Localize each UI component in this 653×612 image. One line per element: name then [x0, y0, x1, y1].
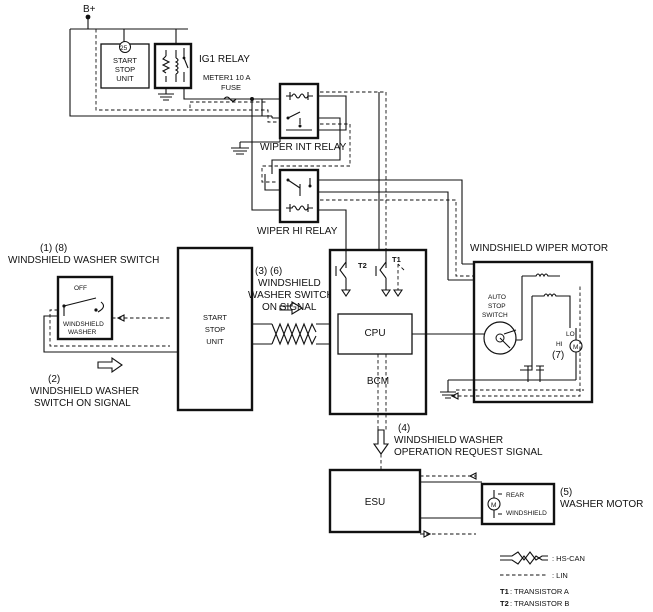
wiper-hi-relay-label: WIPER HI RELAY [257, 226, 338, 237]
svg-text:WASHER: WASHER [68, 329, 97, 336]
ig1-relay-label: IG1 RELAY [199, 54, 250, 65]
upper-signal-lines [95, 29, 474, 277]
ig1-relay: IG1 RELAY [153, 42, 262, 101]
svg-text:T2: T2 [500, 599, 509, 608]
legend-lin: : LIN [552, 571, 568, 580]
signal-4: (4) WINDSHIELD WASHER OPERATION REQUEST … [372, 423, 543, 470]
washer-motor: M REAR WINDSHIELD (5) WASHER MOTOR [480, 482, 643, 526]
svg-text:LO: LO [566, 331, 575, 338]
start-stop-unit: START STOP UNIT [176, 246, 254, 412]
t1-label: T1 [392, 255, 401, 264]
svg-text:T1: T1 [500, 587, 509, 596]
meter-symbol: 25 [120, 45, 128, 52]
svg-text:METER1 10 A: METER1 10 A [203, 73, 251, 82]
svg-text:STOP: STOP [488, 303, 506, 310]
svg-text:WINDSHIELD: WINDSHIELD [63, 321, 104, 328]
svg-text:OFF: OFF [74, 285, 87, 292]
svg-text:(2): (2) [48, 374, 60, 385]
wiper-int-relay: WIPER INT RELAY [231, 82, 347, 174]
t2-label: T2 [358, 261, 367, 270]
svg-text:STOP: STOP [205, 325, 225, 334]
esu: ESU [328, 468, 482, 538]
svg-text:STOP: STOP [115, 65, 135, 74]
svg-text:UNIT: UNIT [206, 337, 224, 346]
svg-text:SWITCH: SWITCH [482, 312, 508, 319]
svg-text:AUTO: AUTO [488, 294, 506, 301]
svg-text:(4): (4) [398, 423, 410, 434]
svg-text:(7): (7) [552, 350, 564, 361]
svg-text:START: START [203, 313, 227, 322]
power-supply: B+ [69, 4, 272, 117]
svg-text:HI: HI [556, 341, 563, 348]
start-stop-unit-small: 25 START STOP UNIT [100, 41, 150, 89]
hs-can-link: (3) (6) WINDSHIELD WASHER SWITCH ON SIGN… [248, 266, 334, 346]
svg-text:FUSE: FUSE [221, 83, 241, 92]
washer-motor-symbol: M [491, 502, 496, 509]
legend: : HS-CAN : LIN T1 : TRANSISTOR A T2 : TR… [500, 551, 585, 608]
legend-hs-can: : HS-CAN [552, 554, 585, 563]
svg-text:(3) (6): (3) (6) [255, 266, 282, 277]
svg-text:WINDSHIELD: WINDSHIELD [258, 278, 321, 289]
cpu-label: CPU [364, 328, 385, 339]
wiper-int-relay-label: WIPER INT RELAY [260, 142, 347, 153]
svg-text:SWITCH ON SIGNAL: SWITCH ON SIGNAL [34, 398, 131, 409]
svg-text:ON SIGNAL: ON SIGNAL [262, 302, 317, 313]
svg-text:REAR: REAR [506, 492, 524, 499]
svg-text:(5): (5) [560, 487, 572, 498]
windshield-washer-switch: (1) (8) WINDSHIELD WASHER SWITCH OFF WIN… [8, 243, 178, 353]
wiper-motor-symbol: M [573, 344, 578, 351]
esu-label: ESU [365, 497, 386, 508]
windshield-wiper-motor: WINDSHIELD WIPER MOTOR AUTO STOP SWITCH … [440, 243, 608, 404]
svg-text:WINDSHIELD: WINDSHIELD [506, 510, 547, 517]
svg-text:UNIT: UNIT [116, 74, 134, 83]
washer-switch-title: WINDSHIELD WASHER SWITCH [8, 255, 159, 266]
legend-t1: : TRANSISTOR A [510, 587, 569, 596]
svg-text:WASHER SWITCH: WASHER SWITCH [248, 290, 334, 301]
washer-motor-label: WASHER MOTOR [560, 499, 643, 510]
svg-text:WINDSHIELD WASHER: WINDSHIELD WASHER [30, 386, 139, 397]
wiper-motor-title: WINDSHIELD WIPER MOTOR [470, 243, 608, 254]
svg-text:START: START [113, 56, 137, 65]
legend-t2: : TRANSISTOR B [510, 599, 569, 608]
wiper-hi-relay: WIPER HI RELAY [257, 168, 463, 280]
svg-text:(1) (8): (1) (8) [40, 243, 67, 254]
bcm: CPU BCM T2 T1 [328, 248, 474, 430]
svg-text:WINDSHIELD WASHER: WINDSHIELD WASHER [394, 435, 503, 446]
supply-label: B+ [83, 4, 96, 15]
signal-2: (2) WINDSHIELD WASHER SWITCH ON SIGNAL [30, 356, 139, 409]
svg-text:OPERATION REQUEST SIGNAL: OPERATION REQUEST SIGNAL [394, 447, 543, 458]
